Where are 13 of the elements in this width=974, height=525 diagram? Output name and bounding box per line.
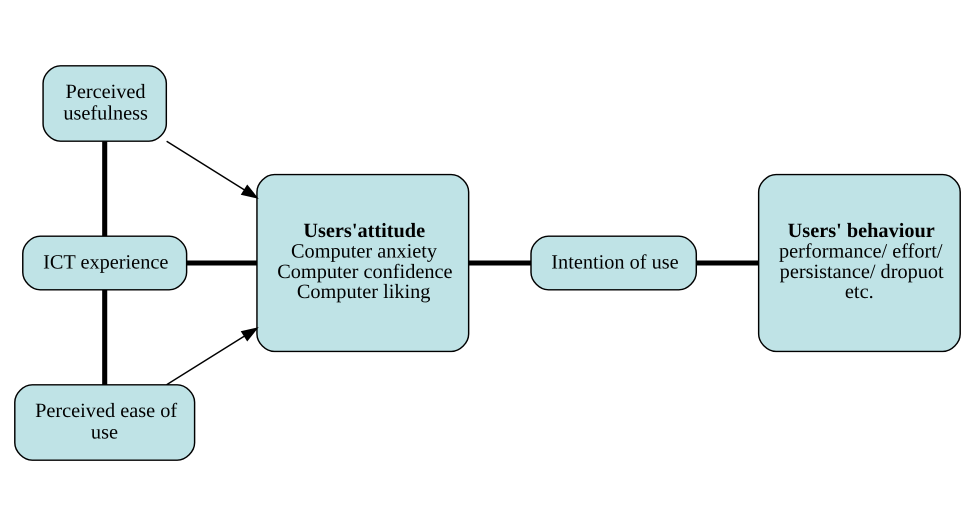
- arrow: [166, 140, 258, 198]
- node-box: Users' behaviour performance/ effort/ persistance/ dropuot etc.: [757, 173, 960, 352]
- node-box: Users'attitude Computer anxiety Computer confidence Computer liking: [256, 173, 469, 352]
- connector: [186, 260, 256, 266]
- connector: [696, 260, 758, 266]
- connector: [468, 260, 530, 266]
- connector: [102, 141, 107, 236]
- node-box: Intention of use: [530, 234, 697, 290]
- node-box: Perceived ease of use: [14, 384, 195, 460]
- connector: [102, 290, 107, 384]
- node-box: Perceived usefulness: [42, 64, 167, 142]
- node-box: ICT experience: [22, 234, 187, 290]
- arrow: [166, 326, 258, 385]
